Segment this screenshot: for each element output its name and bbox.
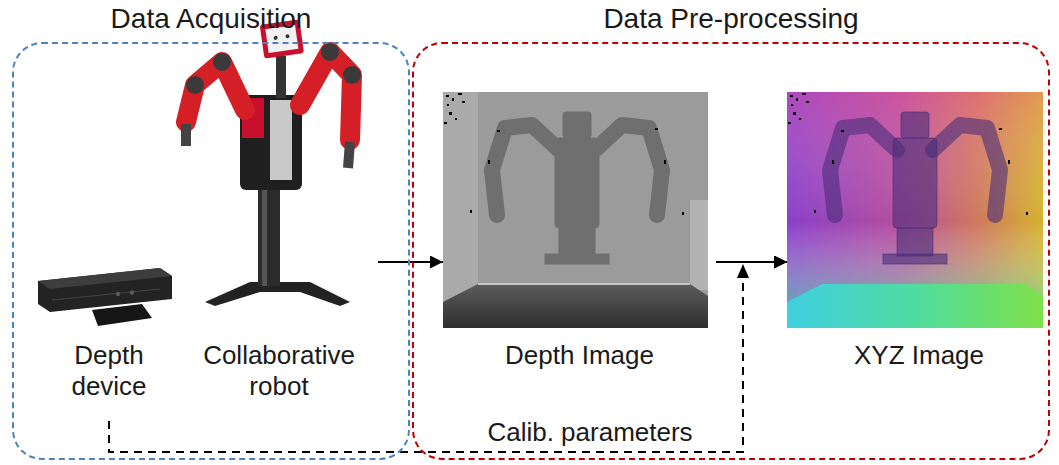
- depth-background: [443, 92, 708, 328]
- preprocessing-region: Data Pre-processingDepth ImageXYZ Image: [412, 42, 1050, 460]
- robot-joint: [186, 76, 204, 94]
- region-title: Data Acquisition: [14, 2, 408, 36]
- image-node: XYZ Image: [787, 92, 1051, 382]
- depth-wall: [443, 92, 478, 302]
- xyz-floor: [787, 284, 1043, 328]
- device-node: Depth device: [35, 265, 183, 415]
- robot-gripper: [181, 124, 191, 146]
- depth-image-picture: [443, 92, 708, 328]
- depth-noise: [444, 93, 684, 215]
- depth-door: [690, 200, 708, 290]
- xyz-image-picture: [787, 92, 1043, 328]
- dashed-connector: [109, 262, 787, 452]
- robot-arm: [300, 52, 352, 140]
- robot-picture: [186, 19, 361, 306]
- robot-joint: [321, 43, 339, 61]
- robot-neck: [276, 56, 286, 98]
- image-node: Depth Image: [443, 92, 716, 382]
- depth-robot-silhouette: [492, 112, 662, 264]
- node-label: Collaborative robot: [180, 340, 378, 402]
- depth-floor: [443, 284, 708, 328]
- node-label: Depth Image: [443, 340, 716, 371]
- sensor-body: [38, 268, 172, 312]
- region-title: Data Pre-processing: [414, 2, 1048, 36]
- arrow-connector: [378, 261, 443, 263]
- robot-node: Collaborative robot: [180, 60, 378, 415]
- robot-eye: [285, 34, 290, 39]
- robot-gripper: [348, 142, 350, 168]
- robot-column: [258, 180, 280, 286]
- sensor-lens: [116, 292, 120, 296]
- node-label: Depth device: [35, 340, 183, 402]
- xyz-background: [787, 92, 1043, 328]
- robot-joint: [343, 66, 361, 84]
- robot-eye: [273, 36, 278, 41]
- depth-device-picture: [38, 268, 172, 326]
- robot-joint: [213, 53, 231, 71]
- xyz-robot-silhouette: [830, 112, 1000, 264]
- robot-arm: [186, 62, 245, 122]
- acquisition-region: Data AcquisitionDepth deviceCollaborativ…: [12, 42, 410, 460]
- robot-panel: [270, 100, 292, 180]
- robot-column-shine: [262, 180, 267, 286]
- node-label: XYZ Image: [787, 340, 1051, 371]
- edge-label: Calib. parameters: [483, 417, 696, 448]
- sensor-stand: [92, 304, 152, 326]
- xyz-noise: [788, 93, 1028, 215]
- sensor-top: [38, 268, 172, 289]
- xyz-shade: [787, 92, 1043, 328]
- sensor-edge: [52, 289, 160, 300]
- depth-floor-edge: [478, 283, 690, 285]
- sensor-lens: [130, 290, 134, 294]
